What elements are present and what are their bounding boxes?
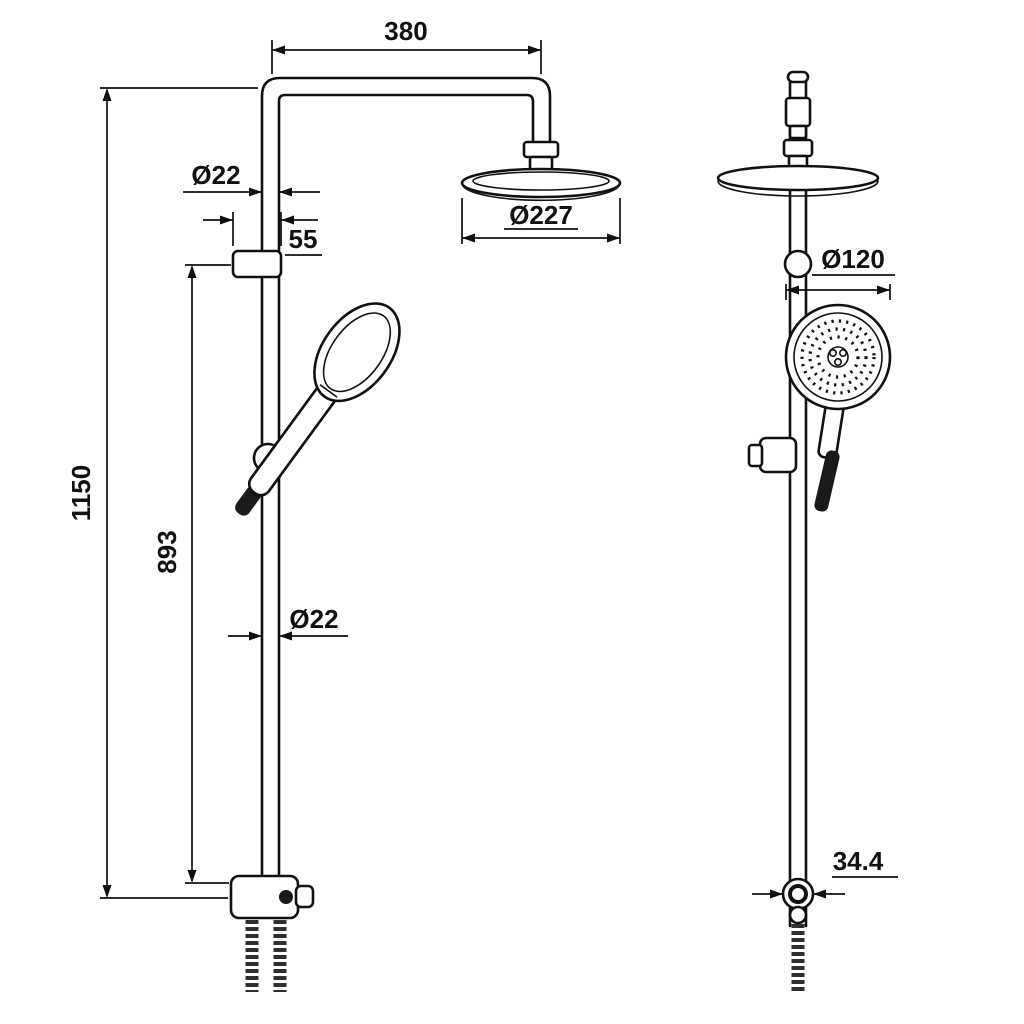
dim-label-hand-shower-dia: Ø120 — [821, 244, 885, 274]
head-connector-nut-side — [782, 138, 814, 158]
rain-shower-head-side — [716, 164, 880, 192]
outlet-connector — [781, 877, 815, 911]
valve-knob — [294, 884, 315, 909]
dim-rain-head-dia: Ø227 — [461, 198, 621, 244]
nozzle-ring-middle — [808, 327, 868, 387]
dim-rail-height: 893 — [152, 264, 231, 884]
dim-hand-shower-dia: Ø120 — [785, 244, 895, 300]
diverter-knob — [783, 249, 813, 279]
hand-shower-head — [313, 302, 401, 403]
arm-connector-collar — [788, 124, 808, 140]
dim-label-rail-height: 893 — [152, 530, 182, 573]
dimension-annotations: 380 Ø22 55 Ø227 — [66, 16, 898, 899]
front-view — [229, 76, 622, 992]
side-view — [716, 70, 892, 992]
nozzle-ring-outer — [800, 319, 876, 395]
hand-shower-face-ring — [322, 312, 392, 393]
outlet-nipple — [788, 905, 808, 925]
dim-pipe-dia-top: Ø22 — [183, 160, 320, 197]
hand-shower-face-ring-side — [793, 312, 883, 402]
dim-label-arm-length: 380 — [384, 16, 427, 46]
dim-pipe-dia-mid: Ø22 — [228, 604, 348, 641]
dim-label-pipe-dia-top: Ø22 — [191, 160, 240, 190]
spray-center-hub — [827, 346, 849, 368]
dim-total-height: 1150 — [66, 87, 258, 899]
slider-bracket — [231, 249, 283, 279]
outlet-connector-ring — [788, 884, 808, 904]
dim-bracket-width: 55 — [203, 212, 322, 256]
center-nozzle — [833, 357, 842, 366]
nozzle-ring-inner — [816, 335, 860, 379]
rain-head-rim-side — [717, 180, 879, 197]
riser-pipe-inner-line — [277, 93, 535, 879]
center-nozzle — [828, 348, 837, 357]
valve-button — [279, 890, 293, 904]
center-nozzle — [838, 348, 847, 357]
head-connector-nut — [522, 140, 560, 159]
pipe-top-cap — [786, 70, 810, 84]
handle-grip-tip-side — [814, 450, 840, 512]
dim-arm-length: 380 — [271, 16, 542, 74]
dim-label-total-height: 1150 — [66, 465, 96, 521]
bracket-clamp-side — [747, 443, 764, 468]
dim-label-pipe-dia-mid: Ø22 — [289, 604, 338, 634]
rain-head-rim — [462, 185, 620, 202]
dim-outlet-width: 34.4 — [752, 846, 898, 899]
dim-label-outlet-width: 34.4 — [833, 846, 884, 876]
bracket-side — [758, 436, 798, 474]
dim-label-bracket-width: 55 — [289, 224, 318, 254]
arm-connector-side — [784, 96, 812, 128]
rain-shower-head — [460, 167, 622, 199]
rain-head-face-ring — [472, 171, 610, 191]
dim-label-rain-head-dia: Ø227 — [509, 200, 573, 230]
hand-shower — [235, 302, 401, 516]
handle-neck-line — [319, 384, 338, 398]
riser-pipe-and-arm — [260, 76, 552, 879]
